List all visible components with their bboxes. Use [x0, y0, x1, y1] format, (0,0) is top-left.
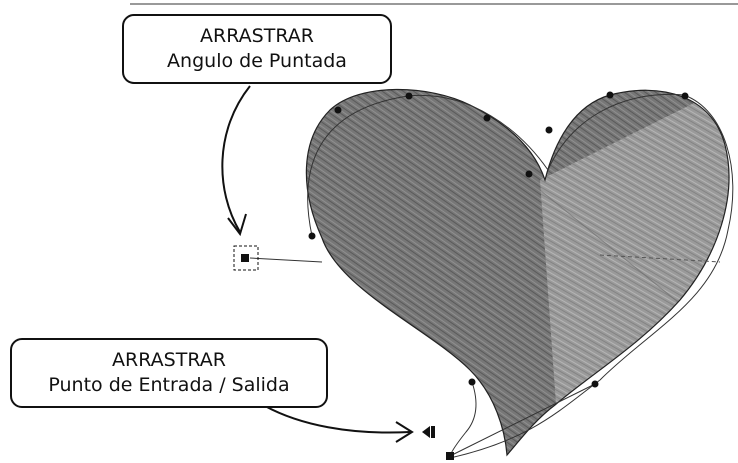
control-point[interactable]: [405, 92, 413, 100]
stitch-angle-line: [249, 257, 323, 263]
control-point[interactable]: [681, 92, 689, 100]
entry-callout-arrowhead: [395, 421, 414, 443]
callout-stitch-angle-line1: ARRASTRAR: [200, 25, 314, 47]
control-point[interactable]: [545, 126, 553, 134]
exit-line: [449, 383, 596, 457]
callout-stitch-angle: ARRASTRAR Angulo de Puntada: [122, 14, 392, 84]
stitch-angle-handle[interactable]: [233, 245, 259, 271]
control-point[interactable]: [591, 380, 599, 388]
stitch-angle-direction: [599, 254, 721, 263]
control-point[interactable]: [468, 378, 476, 386]
callout-entry-exit-line2: Punto de Entrada / Salida: [48, 374, 290, 396]
heart-embroidery: [306, 89, 729, 455]
callout-stitch-angle-line2: Angulo de Puntada: [167, 50, 347, 72]
control-points: [308, 91, 689, 388]
control-point[interactable]: [334, 106, 342, 114]
entry-exit-line: [449, 381, 477, 457]
control-point[interactable]: [483, 114, 491, 122]
entry-point-marker[interactable]: [422, 426, 435, 438]
heart-outline: [305, 88, 730, 457]
callout-entry-exit-line1: ARRASTRAR: [112, 349, 226, 371]
callout-entry-exit-point: ARRASTRAR Punto de Entrada / Salida: [10, 338, 328, 408]
angle-callout-arrowhead: [227, 213, 247, 237]
exit-point-marker[interactable]: [446, 452, 454, 460]
control-point[interactable]: [606, 91, 614, 99]
control-point[interactable]: [308, 232, 316, 240]
control-point[interactable]: [525, 170, 533, 178]
angle-callout-arrow: [221, 85, 251, 233]
entry-callout-arrow: [264, 405, 411, 434]
